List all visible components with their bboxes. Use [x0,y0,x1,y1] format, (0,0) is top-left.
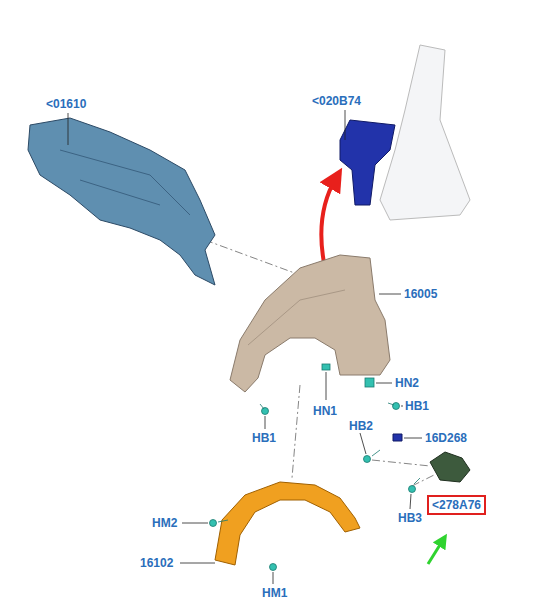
clip [393,434,402,441]
fender-crease [248,290,345,345]
red-arrow [321,178,336,268]
callout-number: 16005 [404,287,437,301]
callout-number: <020B74 [312,94,361,108]
leader-line [68,110,422,584]
callout-number: 16102 [140,556,173,570]
callout-number: HB1 [252,431,276,445]
callout-number: HM1 [262,586,287,600]
dash-panel-detail [60,150,190,215]
callout-number: HM2 [152,516,177,530]
green-arrow [428,540,443,564]
fender [230,255,390,392]
callout-number: HB1 [405,399,429,413]
callout-number: <01610 [46,97,86,111]
callout-number: HB2 [349,419,373,433]
highlight-box: <278A76 [427,495,486,515]
bracket-part [430,452,470,482]
callout-number: HN1 [313,404,337,418]
callout-number: HB3 [398,511,422,525]
callout-number: <278A76 [432,498,481,512]
callout-number: 16D268 [425,431,467,445]
fender-bracket [340,120,395,205]
fastener [210,364,421,571]
dash-panel [28,118,215,285]
callout-number: HN2 [395,376,419,390]
wheel-liner [215,482,360,565]
assembly-line [205,240,436,486]
